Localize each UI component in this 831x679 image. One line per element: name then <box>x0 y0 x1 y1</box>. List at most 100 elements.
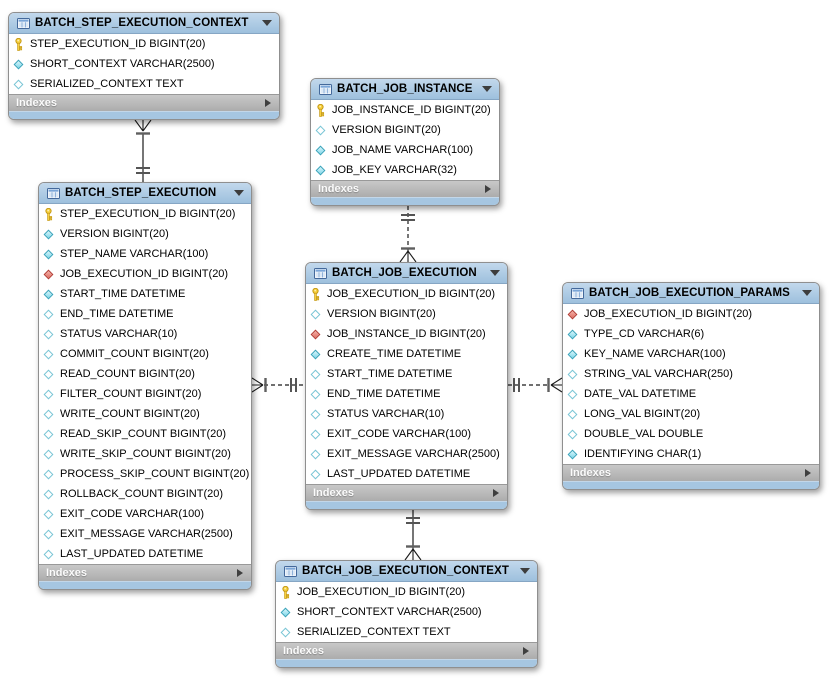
column-label: EXIT_CODE VARCHAR(100) <box>60 508 205 520</box>
relationship-rel-jobexec-params[interactable] <box>508 377 563 393</box>
column-row[interactable]: KEY_NAME VARCHAR(100) <box>563 344 819 364</box>
column-row[interactable]: EXIT_CODE VARCHAR(100) <box>39 504 251 524</box>
column-row[interactable]: IDENTIFYING CHAR(1) <box>563 444 819 464</box>
nullable-diamond-icon <box>567 409 584 419</box>
not-null-diamond-icon <box>310 349 327 359</box>
column-row[interactable]: STATUS VARCHAR(10) <box>39 324 251 344</box>
nullable-diamond-icon <box>280 627 297 637</box>
column-row[interactable]: READ_COUNT BIGINT(20) <box>39 364 251 384</box>
column-row[interactable]: STEP_NAME VARCHAR(100) <box>39 244 251 264</box>
column-label: VERSION BIGINT(20) <box>327 308 436 320</box>
column-row[interactable]: TYPE_CD VARCHAR(6) <box>563 324 819 344</box>
column-row[interactable]: SHORT_CONTEXT VARCHAR(2500) <box>9 54 279 74</box>
column-row[interactable]: VERSION BIGINT(20) <box>306 304 507 324</box>
column-row[interactable]: SERIALIZED_CONTEXT TEXT <box>276 622 537 642</box>
column-label: JOB_EXECUTION_ID BIGINT(20) <box>327 288 496 300</box>
table-header[interactable]: BATCH_JOB_EXECUTION_CONTEXT <box>276 561 537 582</box>
chevron-down-icon[interactable] <box>520 568 530 574</box>
column-row[interactable]: VERSION BIGINT(20) <box>39 224 251 244</box>
chevron-down-icon[interactable] <box>262 20 272 26</box>
column-row[interactable]: WRITE_COUNT BIGINT(20) <box>39 404 251 424</box>
column-row[interactable]: SERIALIZED_CONTEXT TEXT <box>9 74 279 94</box>
column-label: LAST_UPDATED DATETIME <box>327 468 471 480</box>
table-header[interactable]: BATCH_JOB_EXECUTION <box>306 263 507 284</box>
column-row[interactable]: LAST_UPDATED DATETIME <box>39 544 251 564</box>
column-row[interactable]: END_TIME DATETIME <box>39 304 251 324</box>
relationship-rel-stepexec-jobexec[interactable] <box>251 377 305 393</box>
nullable-diamond-icon <box>310 429 327 439</box>
column-row[interactable]: START_TIME DATETIME <box>39 284 251 304</box>
indexes-bar[interactable]: Indexes <box>9 94 279 111</box>
column-row[interactable]: END_TIME DATETIME <box>306 384 507 404</box>
column-row[interactable]: EXIT_CODE VARCHAR(100) <box>306 424 507 444</box>
column-row[interactable]: START_TIME DATETIME <box>306 364 507 384</box>
column-row[interactable]: JOB_KEY VARCHAR(32) <box>311 160 499 180</box>
not-null-diamond-icon <box>13 59 30 69</box>
column-row[interactable]: COMMIT_COUNT BIGINT(20) <box>39 344 251 364</box>
columns-list: JOB_INSTANCE_ID BIGINT(20) VERSION BIGINT… <box>311 100 499 180</box>
chevron-down-icon[interactable] <box>802 290 812 296</box>
column-label: VERSION BIGINT(20) <box>60 228 169 240</box>
indexes-bar[interactable]: Indexes <box>39 564 251 581</box>
not-null-diamond-icon <box>315 165 332 175</box>
indexes-bar[interactable]: Indexes <box>563 464 819 481</box>
chevron-right-icon <box>265 99 271 107</box>
column-row[interactable]: SHORT_CONTEXT VARCHAR(2500) <box>276 602 537 622</box>
column-row[interactable]: STEP_EXECUTION_ID BIGINT(20) <box>9 34 279 54</box>
column-row[interactable]: CREATE_TIME DATETIME <box>306 344 507 364</box>
nullable-diamond-icon <box>43 349 60 359</box>
column-row[interactable]: STEP_EXECUTION_ID BIGINT(20) <box>39 204 251 224</box>
column-row[interactable]: STRING_VAL VARCHAR(250) <box>563 364 819 384</box>
chevron-down-icon[interactable] <box>234 190 244 196</box>
nullable-diamond-icon <box>567 369 584 379</box>
column-row[interactable]: STATUS VARCHAR(10) <box>306 404 507 424</box>
column-row[interactable]: JOB_INSTANCE_ID BIGINT(20) <box>306 324 507 344</box>
column-row[interactable]: JOB_EXECUTION_ID BIGINT(20) <box>276 582 537 602</box>
table-bottom-strip <box>306 501 507 509</box>
table-header[interactable]: BATCH_STEP_EXECUTION <box>39 183 251 204</box>
table-batch-job-execution[interactable]: BATCH_JOB_EXECUTION JOB_EXECUTION_ID BIGI… <box>305 262 508 510</box>
column-row[interactable]: JOB_EXECUTION_ID BIGINT(20) <box>563 304 819 324</box>
column-row[interactable]: LAST_UPDATED DATETIME <box>306 464 507 484</box>
column-row[interactable]: READ_SKIP_COUNT BIGINT(20) <box>39 424 251 444</box>
chevron-down-icon[interactable] <box>482 86 492 92</box>
relationship-rel-jobexec-jobctx[interactable] <box>404 510 422 561</box>
column-row[interactable]: JOB_NAME VARCHAR(100) <box>311 140 499 160</box>
column-row[interactable]: EXIT_MESSAGE VARCHAR(2500) <box>39 524 251 544</box>
column-row[interactable]: PROCESS_SKIP_COUNT BIGINT(20) <box>39 464 251 484</box>
column-row[interactable]: LONG_VAL BIGINT(20) <box>563 404 819 424</box>
indexes-bar[interactable]: Indexes <box>306 484 507 501</box>
column-label: IDENTIFYING CHAR(1) <box>584 448 702 460</box>
indexes-bar[interactable]: Indexes <box>276 642 537 659</box>
relationship-rel-jobinst-jobexec[interactable] <box>399 206 417 263</box>
column-row[interactable]: EXIT_MESSAGE VARCHAR(2500) <box>306 444 507 464</box>
column-row[interactable]: WRITE_SKIP_COUNT BIGINT(20) <box>39 444 251 464</box>
column-row[interactable]: ROLLBACK_COUNT BIGINT(20) <box>39 484 251 504</box>
indexes-label: Indexes <box>46 567 87 579</box>
column-row[interactable]: JOB_EXECUTION_ID BIGINT(20) <box>39 264 251 284</box>
table-bottom-strip <box>311 197 499 205</box>
foreign-key-diamond-icon <box>567 309 584 319</box>
column-label: STATUS VARCHAR(10) <box>60 328 178 340</box>
column-label: JOB_INSTANCE_ID BIGINT(20) <box>332 104 491 116</box>
indexes-bar[interactable]: Indexes <box>311 180 499 197</box>
column-row[interactable]: FILTER_COUNT BIGINT(20) <box>39 384 251 404</box>
key-icon <box>316 103 332 117</box>
relationship-rel-stepctx-stepexec[interactable] <box>134 119 152 182</box>
column-row[interactable]: DATE_VAL DATETIME <box>563 384 819 404</box>
column-row[interactable]: VERSION BIGINT(20) <box>311 120 499 140</box>
table-batch-step-execution-context[interactable]: BATCH_STEP_EXECUTION_CONTEXT STEP_EXECUTI… <box>8 12 280 120</box>
table-header[interactable]: BATCH_JOB_INSTANCE <box>311 79 499 100</box>
column-row[interactable]: JOB_INSTANCE_ID BIGINT(20) <box>311 100 499 120</box>
column-row[interactable]: JOB_EXECUTION_ID BIGINT(20) <box>306 284 507 304</box>
table-title: BATCH_STEP_EXECUTION_CONTEXT <box>35 17 249 29</box>
table-header[interactable]: BATCH_JOB_EXECUTION_PARAMS <box>563 283 819 304</box>
key-icon <box>281 585 297 599</box>
column-row[interactable]: DOUBLE_VAL DOUBLE <box>563 424 819 444</box>
chevron-down-icon[interactable] <box>490 270 500 276</box>
table-header[interactable]: BATCH_STEP_EXECUTION_CONTEXT <box>9 13 279 34</box>
